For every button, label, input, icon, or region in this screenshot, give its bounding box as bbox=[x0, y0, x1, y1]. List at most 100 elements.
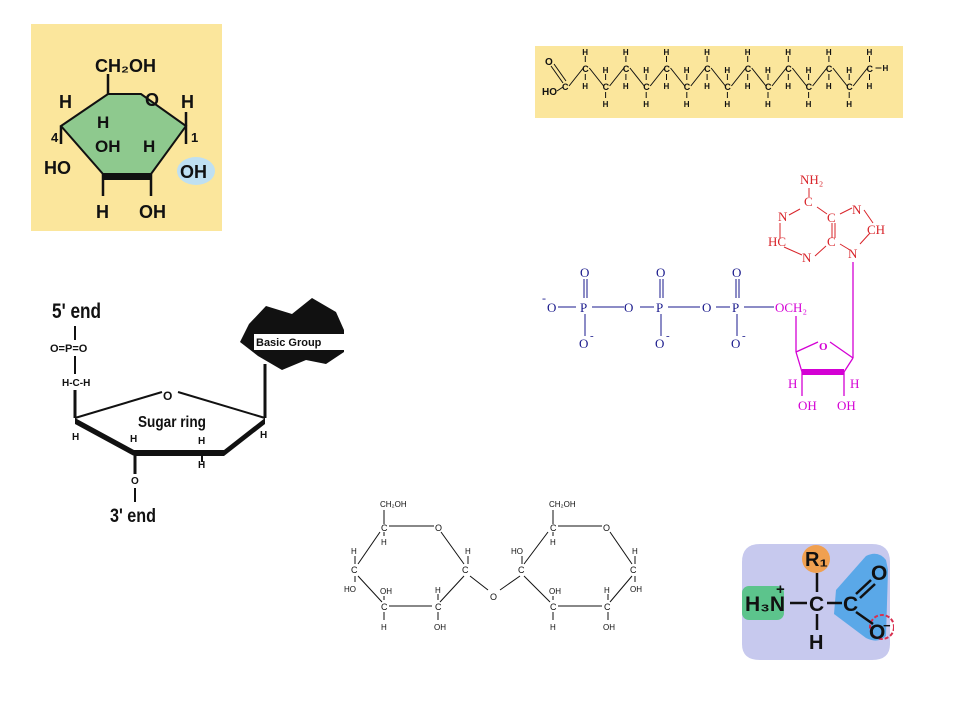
fatty-acid-carbon: C bbox=[745, 64, 752, 74]
methylene-hch: H-C-H bbox=[62, 378, 90, 389]
carboxylate-minus: − bbox=[883, 618, 891, 633]
fatty-acid-band bbox=[535, 46, 903, 118]
fatty-acid-hydrogen: H bbox=[826, 48, 832, 57]
adenine-ch8: CH bbox=[867, 222, 885, 237]
glucose-oh-highlight bbox=[177, 157, 215, 185]
left-ring-c5: C bbox=[381, 523, 388, 533]
fatty-acid-hydrogen: H bbox=[806, 100, 812, 109]
fatty-acid-hydrogen: H bbox=[684, 100, 690, 109]
carboxylate-minus-ring bbox=[869, 614, 894, 640]
carboxylate-oxygen: O bbox=[869, 621, 885, 644]
fatty-acid-hydrogen: H bbox=[684, 66, 690, 75]
amino-acid-structure: R₁ H₃N + C C O O − H bbox=[742, 544, 894, 660]
fatty-acid-carbon: C bbox=[724, 82, 731, 92]
fatty-acid-hydroxyl: HO bbox=[542, 87, 557, 98]
left-ring-oh3: OH bbox=[380, 587, 392, 596]
fatty-acid-hydrogen: H bbox=[643, 66, 649, 75]
fatty-acid-carbonyl-oxygen: O bbox=[545, 57, 553, 68]
left-ring-oxygen: O bbox=[435, 523, 442, 533]
adenine-n3: N bbox=[802, 250, 812, 265]
glucose-h-ring: H bbox=[97, 113, 109, 132]
glucose-oh-bottom: OH bbox=[139, 202, 166, 222]
fatty-acid-hydrogen: H bbox=[643, 100, 649, 109]
left-ring-h2: H bbox=[435, 586, 441, 595]
glucose-ring-front-edge bbox=[103, 174, 151, 180]
fatty-acid-hydrogen: H bbox=[664, 48, 670, 57]
glucose-carbon-1-label: 1 bbox=[191, 130, 198, 145]
phosphate-o-bottom-alpha: O bbox=[731, 336, 740, 351]
glucose-ho-left: HO bbox=[44, 158, 71, 178]
phosphate-o-top-beta: O bbox=[656, 265, 665, 280]
fatty-acid-hydrogen: H bbox=[765, 100, 771, 109]
adenine-nh2: NH₂ bbox=[800, 172, 823, 187]
glycosidic-oxygen: O bbox=[490, 592, 497, 602]
left-ring-c2: C bbox=[435, 602, 442, 612]
carboxyl-oxygen-double: O bbox=[871, 562, 887, 585]
right-ring-h3: H bbox=[550, 623, 556, 632]
adenine-n9: N bbox=[848, 246, 858, 261]
left-ring-h5: H bbox=[381, 538, 387, 547]
fatty-acid-hydrogen: H bbox=[724, 66, 730, 75]
right-ring-ho4: HO bbox=[511, 547, 523, 556]
three-prime-oxygen: O bbox=[131, 476, 139, 487]
triphosphate-chain bbox=[558, 279, 774, 336]
fatty-acid-carbon: C bbox=[846, 82, 853, 92]
left-ring-ch2oh: CH₂OH bbox=[380, 500, 407, 509]
phosphate-o-bottom-gamma: O bbox=[579, 336, 588, 351]
left-ring-c4: C bbox=[351, 565, 358, 575]
right-ring-c4: C bbox=[518, 565, 525, 575]
sugar-ring-back-right bbox=[177, 391, 266, 419]
fatty-acid-hydrogen: H bbox=[806, 66, 812, 75]
disaccharide-structure: CH₂OH C H O H C H C HO OH H C C H OH O C… bbox=[344, 500, 642, 632]
ribose-oh-right: OH bbox=[837, 398, 856, 413]
ribose-front-edge bbox=[802, 369, 844, 375]
phosphate-group: O=P=O bbox=[50, 343, 88, 355]
fatty-acid-carbon: C bbox=[684, 82, 691, 92]
five-prime-end-label: 5' end bbox=[52, 301, 101, 324]
carboxyl-carbon: C bbox=[843, 593, 858, 616]
disaccharide-bonds bbox=[354, 510, 636, 620]
adenine-c5: C bbox=[827, 210, 836, 225]
amine-plus: + bbox=[776, 581, 785, 598]
phosphate-o-minus-terminal-minus: - bbox=[542, 291, 546, 305]
phosphate-p-gamma: P bbox=[580, 300, 587, 315]
basic-group-label: Basic Group bbox=[256, 337, 322, 349]
fatty-acid-hydrogen: H bbox=[724, 100, 730, 109]
fatty-acid-carbon: C bbox=[582, 64, 589, 74]
fatty-acid-carbon: C bbox=[603, 82, 610, 92]
phosphate-o-top-alpha: O bbox=[732, 265, 741, 280]
glucose-h-left-top: H bbox=[59, 92, 72, 112]
phosphate-o-bottom-beta: O bbox=[655, 336, 664, 351]
phosphate-o-bridge-1: O bbox=[624, 300, 633, 315]
fatty-acid-carbon: C bbox=[765, 82, 772, 92]
ribose-ring-oxygen: O bbox=[819, 341, 828, 353]
left-ring-ho4: HO bbox=[344, 585, 356, 594]
amine-highlight bbox=[742, 586, 784, 620]
glucose-structure: CH₂OH O H H H 4 1 OH H HO OH H OH bbox=[31, 24, 222, 231]
fatty-acid-carbon: C bbox=[806, 82, 813, 92]
fatty-acid-hydrogen: H bbox=[603, 100, 609, 109]
right-ring-c3: C bbox=[550, 602, 557, 612]
fatty-acid-hydrogen: H bbox=[867, 48, 873, 57]
right-ring-oxygen: O bbox=[603, 523, 610, 533]
amino-acid-bonds bbox=[790, 573, 876, 630]
fatty-acid-carbon: C bbox=[867, 64, 874, 74]
phosphate-o-top-gamma: O bbox=[580, 265, 589, 280]
left-ring-c1: C bbox=[462, 565, 469, 575]
ribose-h-right: H bbox=[850, 376, 859, 391]
glucose-oh-anomeric: OH bbox=[180, 162, 207, 182]
fatty-acid-hydrogen: H bbox=[867, 82, 873, 91]
fatty-acid-hydrogen: H bbox=[664, 82, 670, 91]
glucose-h-ring-right: H bbox=[143, 137, 155, 156]
right-ring-c2: C bbox=[604, 602, 611, 612]
fatty-acid-carbon: C bbox=[826, 64, 833, 74]
fatty-acid-hydrogen: H bbox=[826, 82, 832, 91]
phosphate-minus-alpha: - bbox=[742, 330, 746, 342]
left-ring-h3: H bbox=[381, 623, 387, 632]
right-ring-h1: H bbox=[632, 547, 638, 556]
fatty-acid-carbon: C bbox=[664, 64, 671, 74]
fatty-acid-hydrogen: H bbox=[785, 48, 791, 57]
nucleotide-structure: 5' end O=P=O H-C-H O Sugar ring Basic Gr… bbox=[50, 298, 346, 526]
right-ring-c5: C bbox=[550, 523, 557, 533]
adenine-c4: C bbox=[827, 234, 836, 249]
